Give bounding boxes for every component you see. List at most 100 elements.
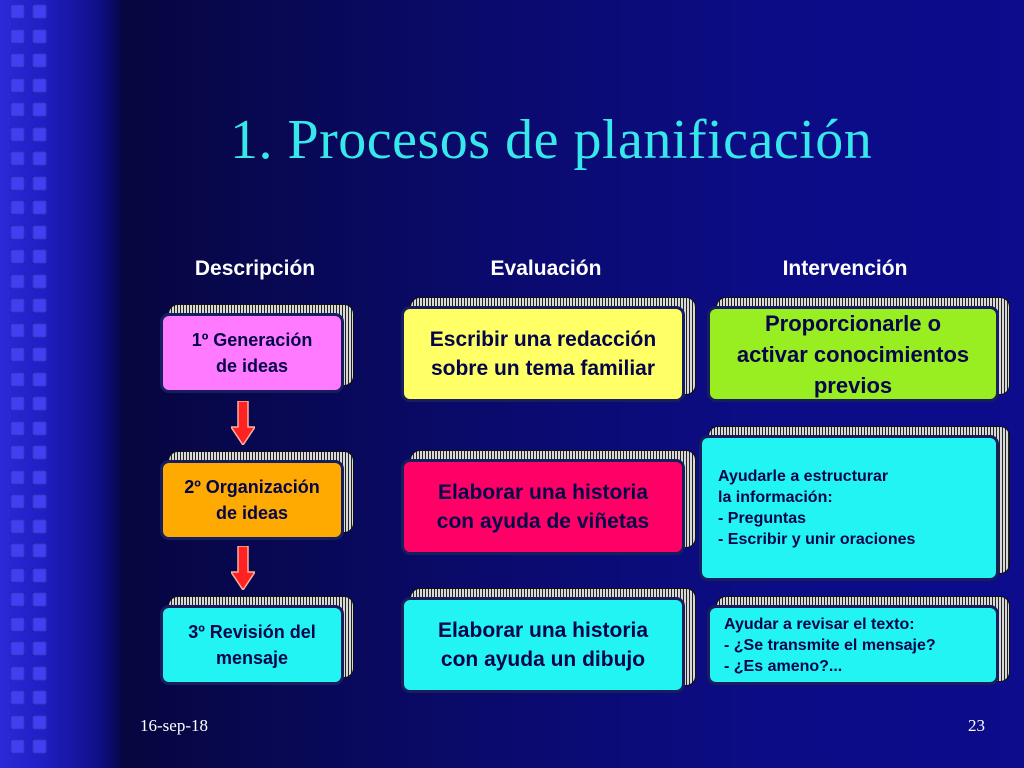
decorative-square [32,469,47,485]
decorative-square [10,714,25,730]
intervention-2-line1: Ayudarle a estructurar [718,468,889,485]
decorative-square [32,665,47,681]
stage-3-box: 3º Revisión del mensaje [160,605,344,685]
decorative-square [32,494,47,509]
stage-1-line2: de ideas [215,356,289,376]
evaluation-1-box: Escribir una redacción sobre un tema fami… [401,306,685,402]
decorative-square [32,4,47,19]
intervention-2-box: Ayudarle a estructurar la información: - P… [699,435,999,581]
intervention-1-line1: Proporcionarle o [764,310,942,336]
decorative-square [32,445,47,460]
decorative-square [10,567,25,583]
decorative-square [10,53,25,68]
decorative-square [10,469,25,485]
intervention-2-line3: - Preguntas [718,510,807,527]
evaluation-3-box: Elaborar una historia con ayuda un dibujo [401,597,685,693]
intervention-2-line4: - Escribir y unir oraciones [718,531,916,548]
decorative-square [10,494,25,509]
decorative-square [32,53,47,68]
decorative-square [10,641,25,656]
decorative-square [10,151,25,166]
decorative-square [32,273,47,289]
decorative-square [32,616,47,632]
down-arrow-icon [231,546,255,590]
decorative-square [10,102,25,117]
decorative-square [32,592,47,607]
decorative-square [32,543,47,558]
decorative-square [10,371,25,387]
column-header-descripcion: Descripción [194,257,316,280]
decorative-square [10,126,25,142]
stage-2-box: 2º Organización de ideas [160,460,344,540]
stage-3-line1: 3º Revisión del [188,622,316,642]
column-header-intervencion: Intervención [782,257,908,280]
decorative-square [32,322,47,338]
column-header-evaluacion: Evaluación [490,257,602,280]
decorative-square [10,445,25,460]
decorative-square [32,714,47,730]
decorative-square [32,102,47,117]
evaluation-2-line2: con ayuda de viñetas [436,510,650,533]
intervention-3-box: Ayudar a revisar el texto: - ¿Se transmit… [707,605,999,685]
intervention-2-line2: la información: [718,489,833,506]
decorative-square [10,616,25,632]
stage-2-line2: de ideas [215,503,289,523]
evaluation-2-box: Elaborar una historia con ayuda de viñeta… [401,459,685,555]
decorative-square [10,420,25,436]
decorative-square [10,273,25,289]
stage-1-line1: 1º Generación [191,330,313,350]
decorative-square [10,518,25,534]
decorative-square [32,77,47,93]
decorative-square [10,665,25,681]
decorative-square [10,347,25,362]
decorative-square [32,224,47,240]
decorative-square [32,298,47,313]
decorative-square [10,77,25,93]
decorative-square [32,347,47,362]
decorative-square [10,592,25,607]
decorative-square [32,249,47,264]
down-arrow-icon [231,401,255,445]
decorative-square [10,690,25,705]
decorative-square [32,126,47,142]
decorative-square [32,420,47,436]
intervention-3-line2: - ¿Se transmite el mensaje? [724,636,936,654]
intervention-1-line3: previos [813,372,893,398]
evaluation-3-line1: Elaborar una historia [437,619,649,642]
evaluation-1-line2: sobre un tema familiar [430,357,656,380]
intervention-3-line3: - ¿Es ameno?... [724,657,843,675]
decorative-square [32,200,47,215]
decorative-square [10,249,25,264]
intervention-3-line1: Ayudar a revisar el texto: [724,615,915,633]
evaluation-1-line1: Escribir una redacción [429,328,657,351]
slide-title: 1. Procesos de planificación [230,109,873,171]
decorative-square [32,567,47,583]
decorative-square [32,28,47,44]
intervention-1-line2: activar conocimientos [736,341,970,367]
decorative-square [10,28,25,44]
footer-date: 16-sep-18 [140,716,208,735]
decorative-square [32,518,47,534]
decorative-square [10,322,25,338]
stage-3-line2: mensaje [215,648,289,668]
intervention-1-box: Proporcionarle o activar conocimientos pre… [707,306,999,402]
left-decorative-bar [0,0,122,768]
decorative-square [32,641,47,656]
decorative-square [10,224,25,240]
decorative-square [32,690,47,705]
stage-1-box: 1º Generación de ideas [160,313,344,393]
decorative-square [10,543,25,558]
decorative-square [32,396,47,411]
footer-page-number: 23 [968,716,985,735]
decorative-square [32,371,47,387]
stage-2-line1: 2º Organización [184,477,320,497]
decorative-square [10,200,25,215]
evaluation-3-line2: con ayuda un dibujo [440,648,646,671]
evaluation-2-line1: Elaborar una historia [437,481,649,504]
decorative-square [10,739,25,754]
decorative-square [10,298,25,313]
decorative-square [32,151,47,166]
decorative-square [32,175,47,191]
decorative-square [32,739,47,754]
decorative-square [10,175,25,191]
